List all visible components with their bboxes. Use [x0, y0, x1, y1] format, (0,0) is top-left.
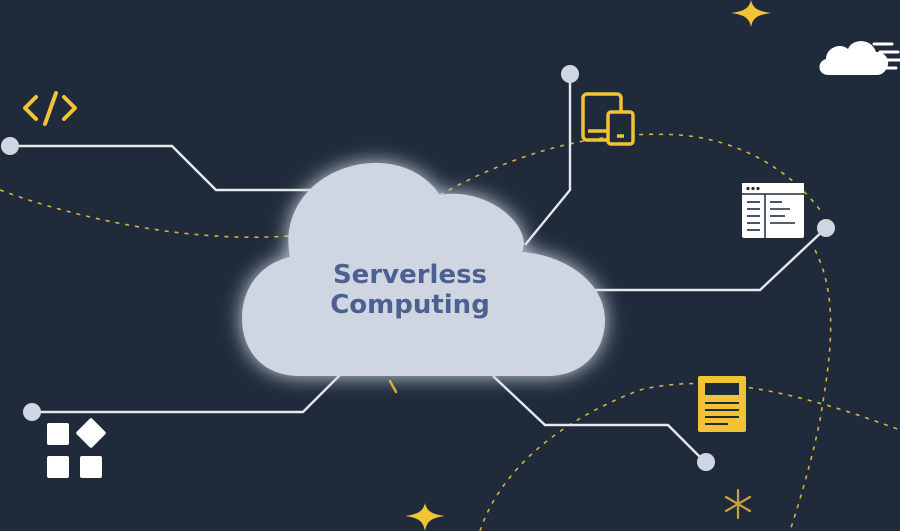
node-dot-top — [561, 65, 579, 83]
cloud-title-line2: Computing — [330, 290, 490, 320]
document-icon — [698, 376, 746, 432]
node-dot-right — [817, 219, 835, 237]
connector-bottom-right — [492, 375, 706, 463]
node-dot-bottom-right — [697, 453, 715, 471]
node-dot-top-left — [1, 137, 19, 155]
connector-right — [585, 227, 827, 292]
central-cloud — [242, 162, 605, 376]
connector-top-right — [524, 74, 572, 246]
browser-window-icon — [742, 183, 804, 238]
cloud-title-line1: Serverless — [333, 260, 487, 290]
asterisk-sparkle-icon — [724, 488, 752, 520]
connector-bottom-left — [32, 369, 346, 414]
dashed-path-top — [439, 133, 821, 211]
sparkle-star-bottom-icon — [405, 503, 445, 531]
node-dot-bottom-left — [23, 403, 41, 421]
connector-lines — [10, 74, 827, 463]
app-grid-icon — [47, 418, 106, 478]
dashed-paths — [0, 133, 900, 531]
connector-top-left — [10, 144, 320, 192]
code-brackets-icon — [23, 91, 77, 126]
node-dots — [1, 65, 835, 471]
dashed-path-bottom — [479, 382, 900, 531]
cloud-accent-tick — [388, 379, 398, 394]
sparkle-star-icon — [731, 0, 771, 27]
cloud-icon — [819, 41, 900, 75]
devices-icon — [581, 92, 635, 146]
dashed-path-right — [789, 249, 832, 531]
